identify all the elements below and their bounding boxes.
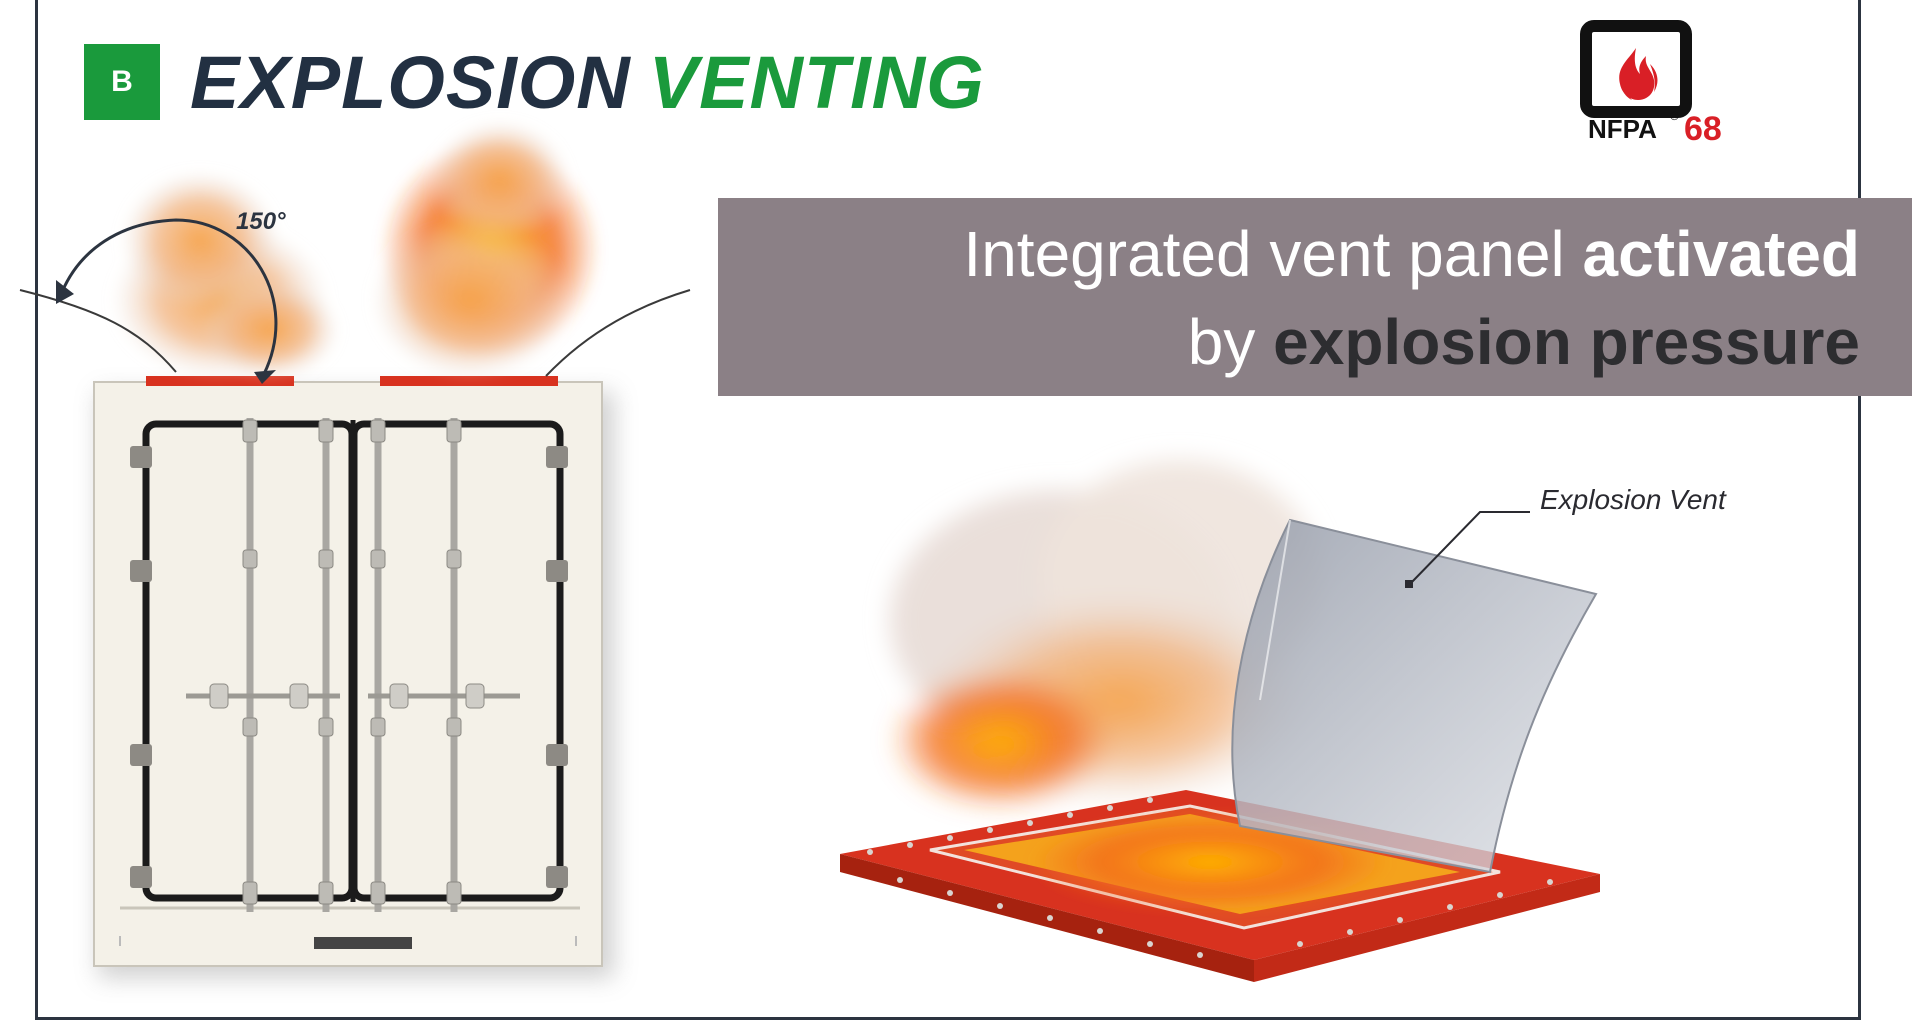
flame-icon [1619,48,1655,100]
callout-line2-regular: by [1187,306,1256,378]
registered-mark: ® [1670,109,1679,123]
section-badge: B [84,44,160,120]
flange-bolts [867,797,1553,958]
left-vent-arc [19,289,177,373]
rod-clamps [242,419,462,905]
explosion-vent-label: Explosion Vent [1540,484,1726,515]
nfpa-logo: NFPA ® 68 [1580,20,1722,148]
door-hinges [130,446,568,888]
top-vent-frame-right [380,376,558,386]
cabinet-slot [314,937,412,949]
smoke-cloud-left [110,170,340,380]
callout-line-1: Integrated vent panel activated [718,210,1860,298]
locking-rods [246,418,458,912]
cabinet-body [93,381,603,967]
title-word-explosion: EXPLOSION [190,41,631,124]
nfpa-text: NFPA [1588,114,1657,144]
callout-line2-bold: explosion pressure [1273,306,1860,378]
smoke-cloud-right [370,120,600,380]
callout-line1-regular: Integrated vent panel [963,218,1565,290]
callout-line-2: by explosion pressure [718,298,1860,386]
vent-leader-line [1409,511,1530,585]
title-word-venting: VENTING [648,41,985,124]
angle-arrow [60,218,278,375]
callout-line1-bold: activated [1582,218,1860,290]
nfpa-number: 68 [1684,110,1722,148]
right-vent-arc [545,289,691,377]
explosion-vent-panel [1231,518,1598,874]
callout-box: Integrated vent panel activated by explo… [718,198,1912,396]
top-vent-frame-left [146,376,294,386]
angle-label: 150° [236,208,286,235]
outer-frame [35,0,1861,1020]
